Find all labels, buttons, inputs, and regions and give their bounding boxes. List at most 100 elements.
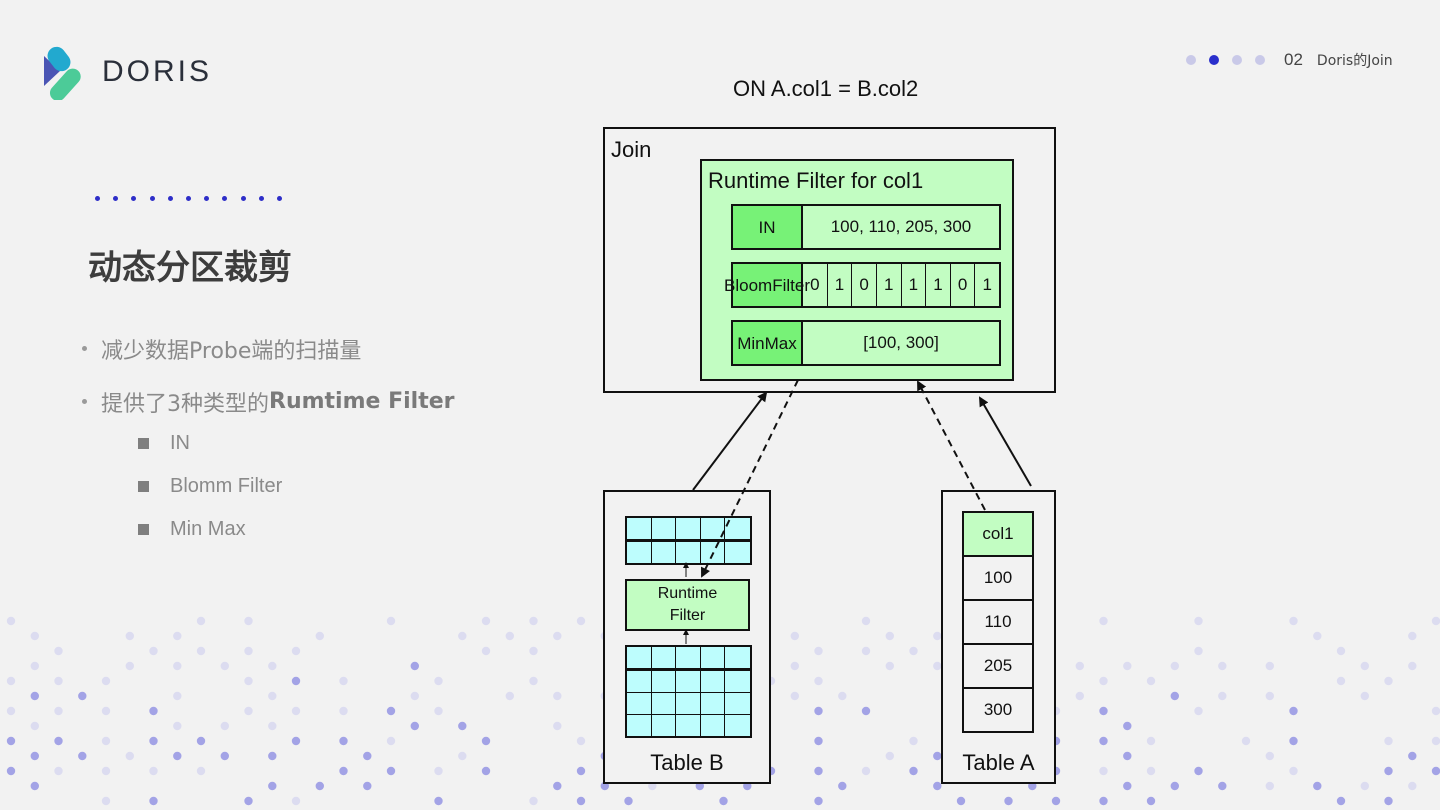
pager-dot[interactable] [1255, 55, 1265, 65]
bullet-bold-text: Rumtime Filter [269, 389, 455, 414]
background-dot [101, 796, 111, 806]
background-dot [1289, 706, 1298, 716]
background-dot [173, 661, 182, 671]
background-dot [458, 721, 467, 731]
background-dot [1408, 661, 1417, 671]
background-dot [1265, 751, 1275, 761]
background-dot [220, 751, 229, 761]
background-dot [434, 796, 443, 806]
background-dot [244, 706, 253, 716]
background-dot [1431, 706, 1440, 716]
background-dot [1384, 736, 1393, 746]
background-dot [1360, 691, 1370, 701]
background-dot [101, 676, 111, 686]
background-dot [220, 721, 229, 731]
sub-bullet-list: IN Blomm Filter Min Max [138, 422, 282, 551]
background-dot [1265, 691, 1275, 701]
background-dot [196, 616, 206, 626]
background-dot [576, 766, 586, 776]
bloom-bit: 0 [951, 264, 976, 306]
background-dot [339, 676, 348, 686]
bloom-bit: 1 [982, 275, 992, 294]
background-dot [6, 676, 16, 686]
grid-cell [700, 693, 726, 715]
join-node: Join Runtime Filter for col1 IN 100, 110… [603, 127, 1056, 393]
background-dot [1146, 766, 1156, 776]
column-header: col1 [964, 513, 1032, 557]
background-dot [576, 616, 586, 626]
background-dot [838, 781, 847, 791]
grid-cell [725, 518, 750, 542]
background-dot [30, 631, 39, 641]
background-dot [268, 661, 277, 671]
bullet-text: 提供了3种类型的 [101, 391, 269, 417]
decorative-dot-line [95, 196, 295, 201]
background-dot [553, 781, 562, 791]
in-filter-row: IN 100, 110, 205, 300 [731, 204, 1001, 250]
background-dot [268, 721, 277, 731]
background-dot [1360, 781, 1370, 791]
background-dot [173, 691, 182, 701]
pager-dot[interactable] [1186, 55, 1196, 65]
background-dot [1241, 736, 1251, 746]
background-dot [909, 646, 918, 656]
background-dot [291, 736, 301, 746]
background-dot [529, 616, 538, 626]
table-b-bottom-grid [625, 645, 752, 738]
grid-cell [627, 518, 652, 542]
grid-cell [676, 671, 701, 693]
bloom-bit: 0 [803, 264, 828, 306]
background-dot [1170, 781, 1180, 791]
background-dot [173, 721, 182, 731]
background-dot [814, 796, 823, 806]
pager-dot[interactable] [1232, 55, 1242, 65]
background-dot [434, 676, 443, 686]
background-dot [1123, 751, 1132, 761]
bullet-dot-icon [82, 399, 87, 404]
background-dot [933, 631, 942, 641]
grid-cell [701, 715, 726, 736]
background-dot [1146, 796, 1156, 806]
background-dot [54, 646, 63, 656]
background-dot [1051, 796, 1061, 806]
background-dot [1218, 691, 1227, 701]
background-dot [386, 706, 396, 716]
background-dot [173, 751, 182, 761]
background-dot [125, 631, 134, 641]
background-dot [861, 616, 871, 626]
background-dot [149, 736, 158, 746]
background-dot [54, 706, 63, 716]
background-dot [339, 736, 348, 746]
background-dot [1408, 751, 1417, 761]
background-dot [1075, 661, 1085, 671]
bullet-dot-icon [82, 346, 87, 351]
background-dot [78, 691, 87, 701]
bullet-item: 减少数据Probe端的扫描量 [82, 322, 455, 375]
background-dot [1075, 691, 1085, 701]
background-dot [1265, 661, 1275, 671]
pager-dot-active[interactable] [1209, 55, 1219, 65]
background-dot [1431, 736, 1440, 746]
section-title: Doris的Join [1316, 53, 1393, 69]
background-dot [1313, 781, 1322, 791]
background-dot [149, 706, 158, 716]
table-b-label: Table B [650, 750, 724, 775]
background-dot [268, 781, 277, 791]
background-dot [933, 661, 942, 671]
background-dot [386, 736, 396, 746]
background-dot [814, 676, 823, 686]
background-dot [6, 766, 16, 776]
background-dot [1170, 691, 1180, 701]
background-dot [458, 751, 467, 761]
background-dot [1146, 676, 1156, 686]
sub-item-text: Min Max [170, 518, 246, 540]
grid-cell [651, 671, 677, 693]
background-dot [196, 766, 206, 776]
sub-item-text: Blomm Filter [170, 475, 283, 497]
slide-pager: 02 Doris的Join [1186, 50, 1393, 70]
sub-item-text: IN [170, 432, 190, 454]
sub-item-in: IN [138, 422, 282, 465]
